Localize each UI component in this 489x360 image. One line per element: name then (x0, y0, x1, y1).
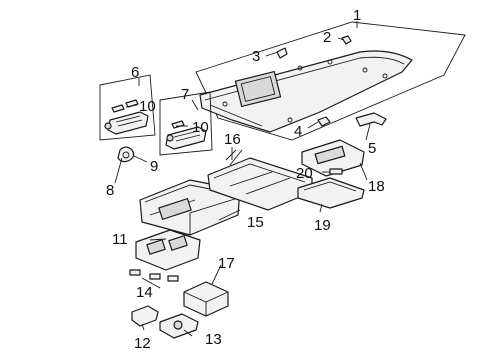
callout-8: 8 (106, 182, 114, 199)
callout-6: 6 (131, 64, 139, 81)
sun-visor-6-group (99, 74, 156, 141)
module-17-part (183, 281, 229, 317)
callout-14: 14 (136, 284, 153, 301)
callout-5: 5 (368, 140, 376, 157)
callout-7: 7 (181, 86, 189, 103)
sun-visor-7-group (159, 91, 213, 156)
light-13-part (159, 313, 199, 339)
callout-17: 17 (218, 255, 235, 272)
headliner-part (195, 21, 466, 141)
lens-19-part (297, 177, 365, 209)
clip-4-part (317, 116, 331, 127)
callout-18: 18 (368, 178, 385, 195)
map-light-11-part (135, 229, 201, 271)
holder-9-part (117, 146, 135, 163)
callout-9: 9 (150, 158, 158, 175)
cap-12-part (131, 305, 159, 327)
bulbs-14-part (129, 269, 179, 282)
clip-2-part (341, 35, 352, 45)
callouts: 1 2 3 4 5 6 7 8 9 10 10 11 12 13 14 15 1… (106, 7, 385, 352)
clip-3-part (276, 47, 288, 59)
callout-15: 15 (247, 214, 264, 231)
bulb-20-part (329, 168, 343, 175)
callout-2: 2 (323, 29, 331, 46)
callout-4: 4 (294, 123, 302, 140)
callout-11: 11 (112, 231, 128, 248)
callout-10b: 10 (192, 119, 209, 136)
console-15-part (139, 179, 241, 236)
leader-lines (114, 21, 371, 337)
callout-13: 13 (205, 331, 222, 348)
callout-3: 3 (252, 48, 260, 65)
bracket-5-part (355, 112, 387, 127)
dome-light-18-part (301, 139, 365, 177)
callout-1: 1 (353, 7, 361, 24)
callout-12: 12 (134, 335, 151, 352)
callout-19: 19 (314, 217, 331, 234)
callout-16: 16 (224, 131, 241, 148)
callout-10a: 10 (139, 98, 156, 115)
callout-20: 20 (296, 165, 313, 182)
